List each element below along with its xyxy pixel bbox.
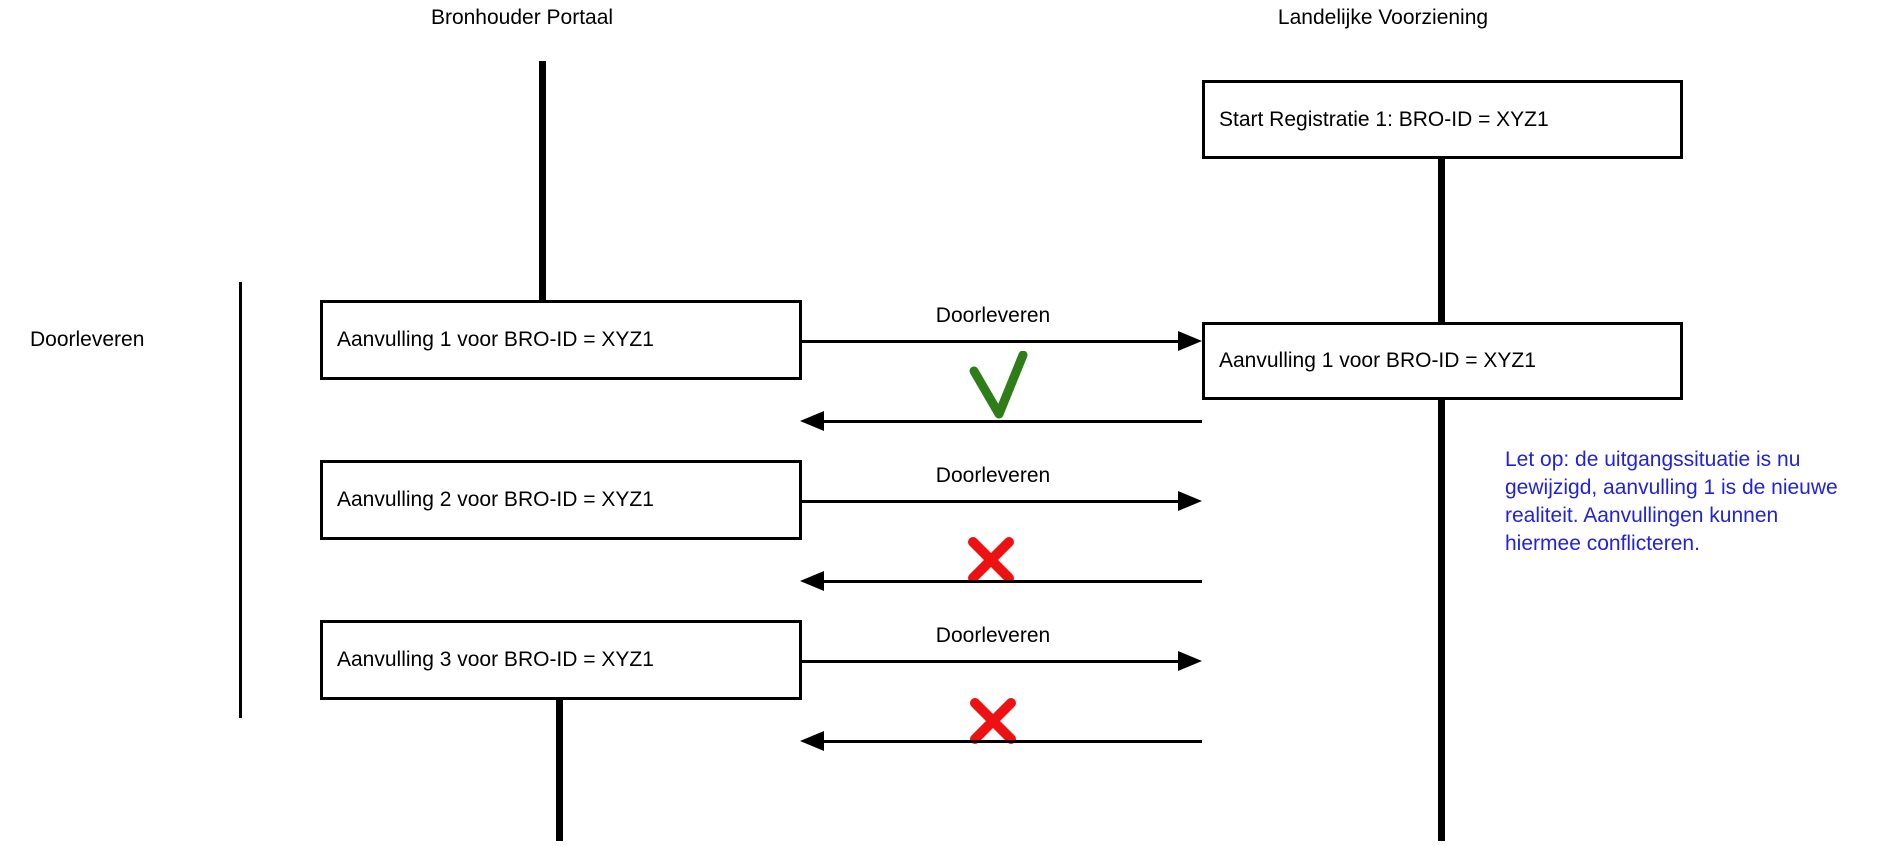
- lifeline-bronhouder-top: [539, 61, 546, 301]
- x-mark-stroke: [970, 698, 1016, 744]
- phase-bracket-line: [239, 282, 242, 718]
- return-arrowhead-2: [800, 571, 824, 591]
- lifeline-landelijke-bottom: [1438, 400, 1445, 841]
- start-registratie-box: Start Registratie 1: BRO-ID = XYZ1: [1202, 80, 1683, 159]
- actor-label-bronhouder-portaal: Bronhouder Portaal: [430, 6, 614, 29]
- aanvulling-1-received-box-label: Aanvulling 1 voor BRO-ID = XYZ1: [1219, 349, 1536, 372]
- note-line-2: gewijzigd, aanvulling 1 is de nieuwe: [1505, 476, 1838, 499]
- lifeline-landelijke-top: [1438, 159, 1445, 322]
- doorleveren-arrowhead-2: [1178, 491, 1202, 511]
- doorleveren-arrow-label-3: Doorleveren: [935, 624, 1051, 647]
- aanvulling-1-box: Aanvulling 1 voor BRO-ID = XYZ1: [320, 300, 802, 380]
- return-arrow-3: [822, 740, 1202, 743]
- aanvulling-3-box-label: Aanvulling 3 voor BRO-ID = XYZ1: [337, 648, 654, 671]
- doorleveren-arrowhead-3: [1178, 651, 1202, 671]
- doorleveren-arrow-2: [802, 500, 1180, 503]
- aanvulling-2-box-label: Aanvulling 2 voor BRO-ID = XYZ1: [337, 488, 654, 511]
- checkmark-stroke: [969, 351, 1028, 419]
- aanvulling-2-box: Aanvulling 2 voor BRO-ID = XYZ1: [320, 460, 802, 540]
- actor-label-landelijke-voorziening: Landelijke Voorziening: [1277, 6, 1489, 29]
- note-line-4: hiermee conflicteren.: [1505, 532, 1700, 555]
- return-arrowhead-3: [800, 731, 824, 751]
- return-arrow-1: [822, 420, 1202, 423]
- aanvulling-3-box: Aanvulling 3 voor BRO-ID = XYZ1: [320, 620, 802, 700]
- aanvulling-1-received-box: Aanvulling 1 voor BRO-ID = XYZ1: [1202, 322, 1683, 400]
- lifeline-bronhouder-bottom: [556, 700, 563, 841]
- x-mark-icon: [968, 537, 1014, 583]
- aanvulling-1-box-label: Aanvulling 1 voor BRO-ID = XYZ1: [337, 328, 654, 351]
- x-mark-icon: [970, 698, 1016, 744]
- return-arrowhead-1: [800, 411, 824, 431]
- doorleveren-arrow-1: [802, 340, 1180, 343]
- return-arrow-2: [822, 580, 1202, 583]
- doorleveren-arrowhead-1: [1178, 331, 1202, 351]
- doorleveren-arrow-label-1: Doorleveren: [935, 304, 1051, 327]
- note-text: Let op: de uitgangssituatie is nu gewijz…: [1505, 446, 1902, 558]
- phase-label-doorleveren: Doorleveren: [30, 328, 145, 351]
- start-registratie-box-label: Start Registratie 1: BRO-ID = XYZ1: [1219, 107, 1549, 131]
- x-mark-stroke: [968, 537, 1014, 583]
- doorleveren-arrow-3: [802, 660, 1180, 663]
- checkmark-icon: [969, 351, 1028, 419]
- doorleveren-arrow-label-2: Doorleveren: [935, 464, 1051, 487]
- note-line-1: Let op: de uitgangssituatie is nu: [1505, 448, 1801, 471]
- note-line-3: realiteit. Aanvullingen kunnen: [1505, 504, 1779, 527]
